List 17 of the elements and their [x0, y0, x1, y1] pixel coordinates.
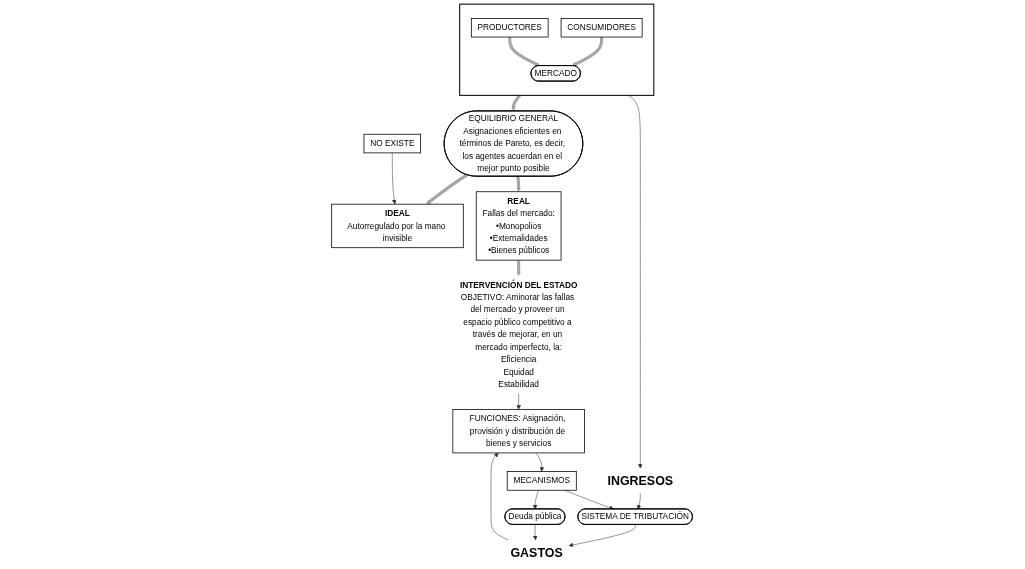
- node-text: INGRESOS: [607, 473, 674, 488]
- arrow: [508, 37, 541, 67]
- node-box: MECANISMOS: [507, 471, 578, 491]
- node-text: INTERVENCIÓN DEL ESTADO OBJETIVO: Aminorar las fallas del mercado y proveer un espacio público competitivo a través de mejorar, en un mercado imperfecto, la: Eficiencia Equidad Estabilidad: [460, 280, 578, 389]
- arrow: [511, 94, 522, 112]
- node-box: REAL Fallas del mercado: •Monopolios •Externalidades •Bienes públicos: [476, 191, 562, 261]
- node-box: PRODUCTORES: [471, 18, 549, 38]
- arrow: [426, 173, 469, 205]
- arrow: [516, 259, 522, 276]
- cluster: [459, 3, 655, 96]
- arrow: [572, 37, 604, 67]
- node-box: NO EXISTE: [364, 133, 422, 154]
- arrow: [516, 176, 522, 192]
- node-text: GASTOS: [510, 545, 564, 560]
- node-box: CONSUMIDORES: [561, 18, 643, 38]
- node-box: IDEAL Autorregulado por la mano invisible: [331, 203, 465, 249]
- node-box: FUNCIONES: Asignación, provisión y distribución de bienes y servicios: [452, 409, 586, 454]
